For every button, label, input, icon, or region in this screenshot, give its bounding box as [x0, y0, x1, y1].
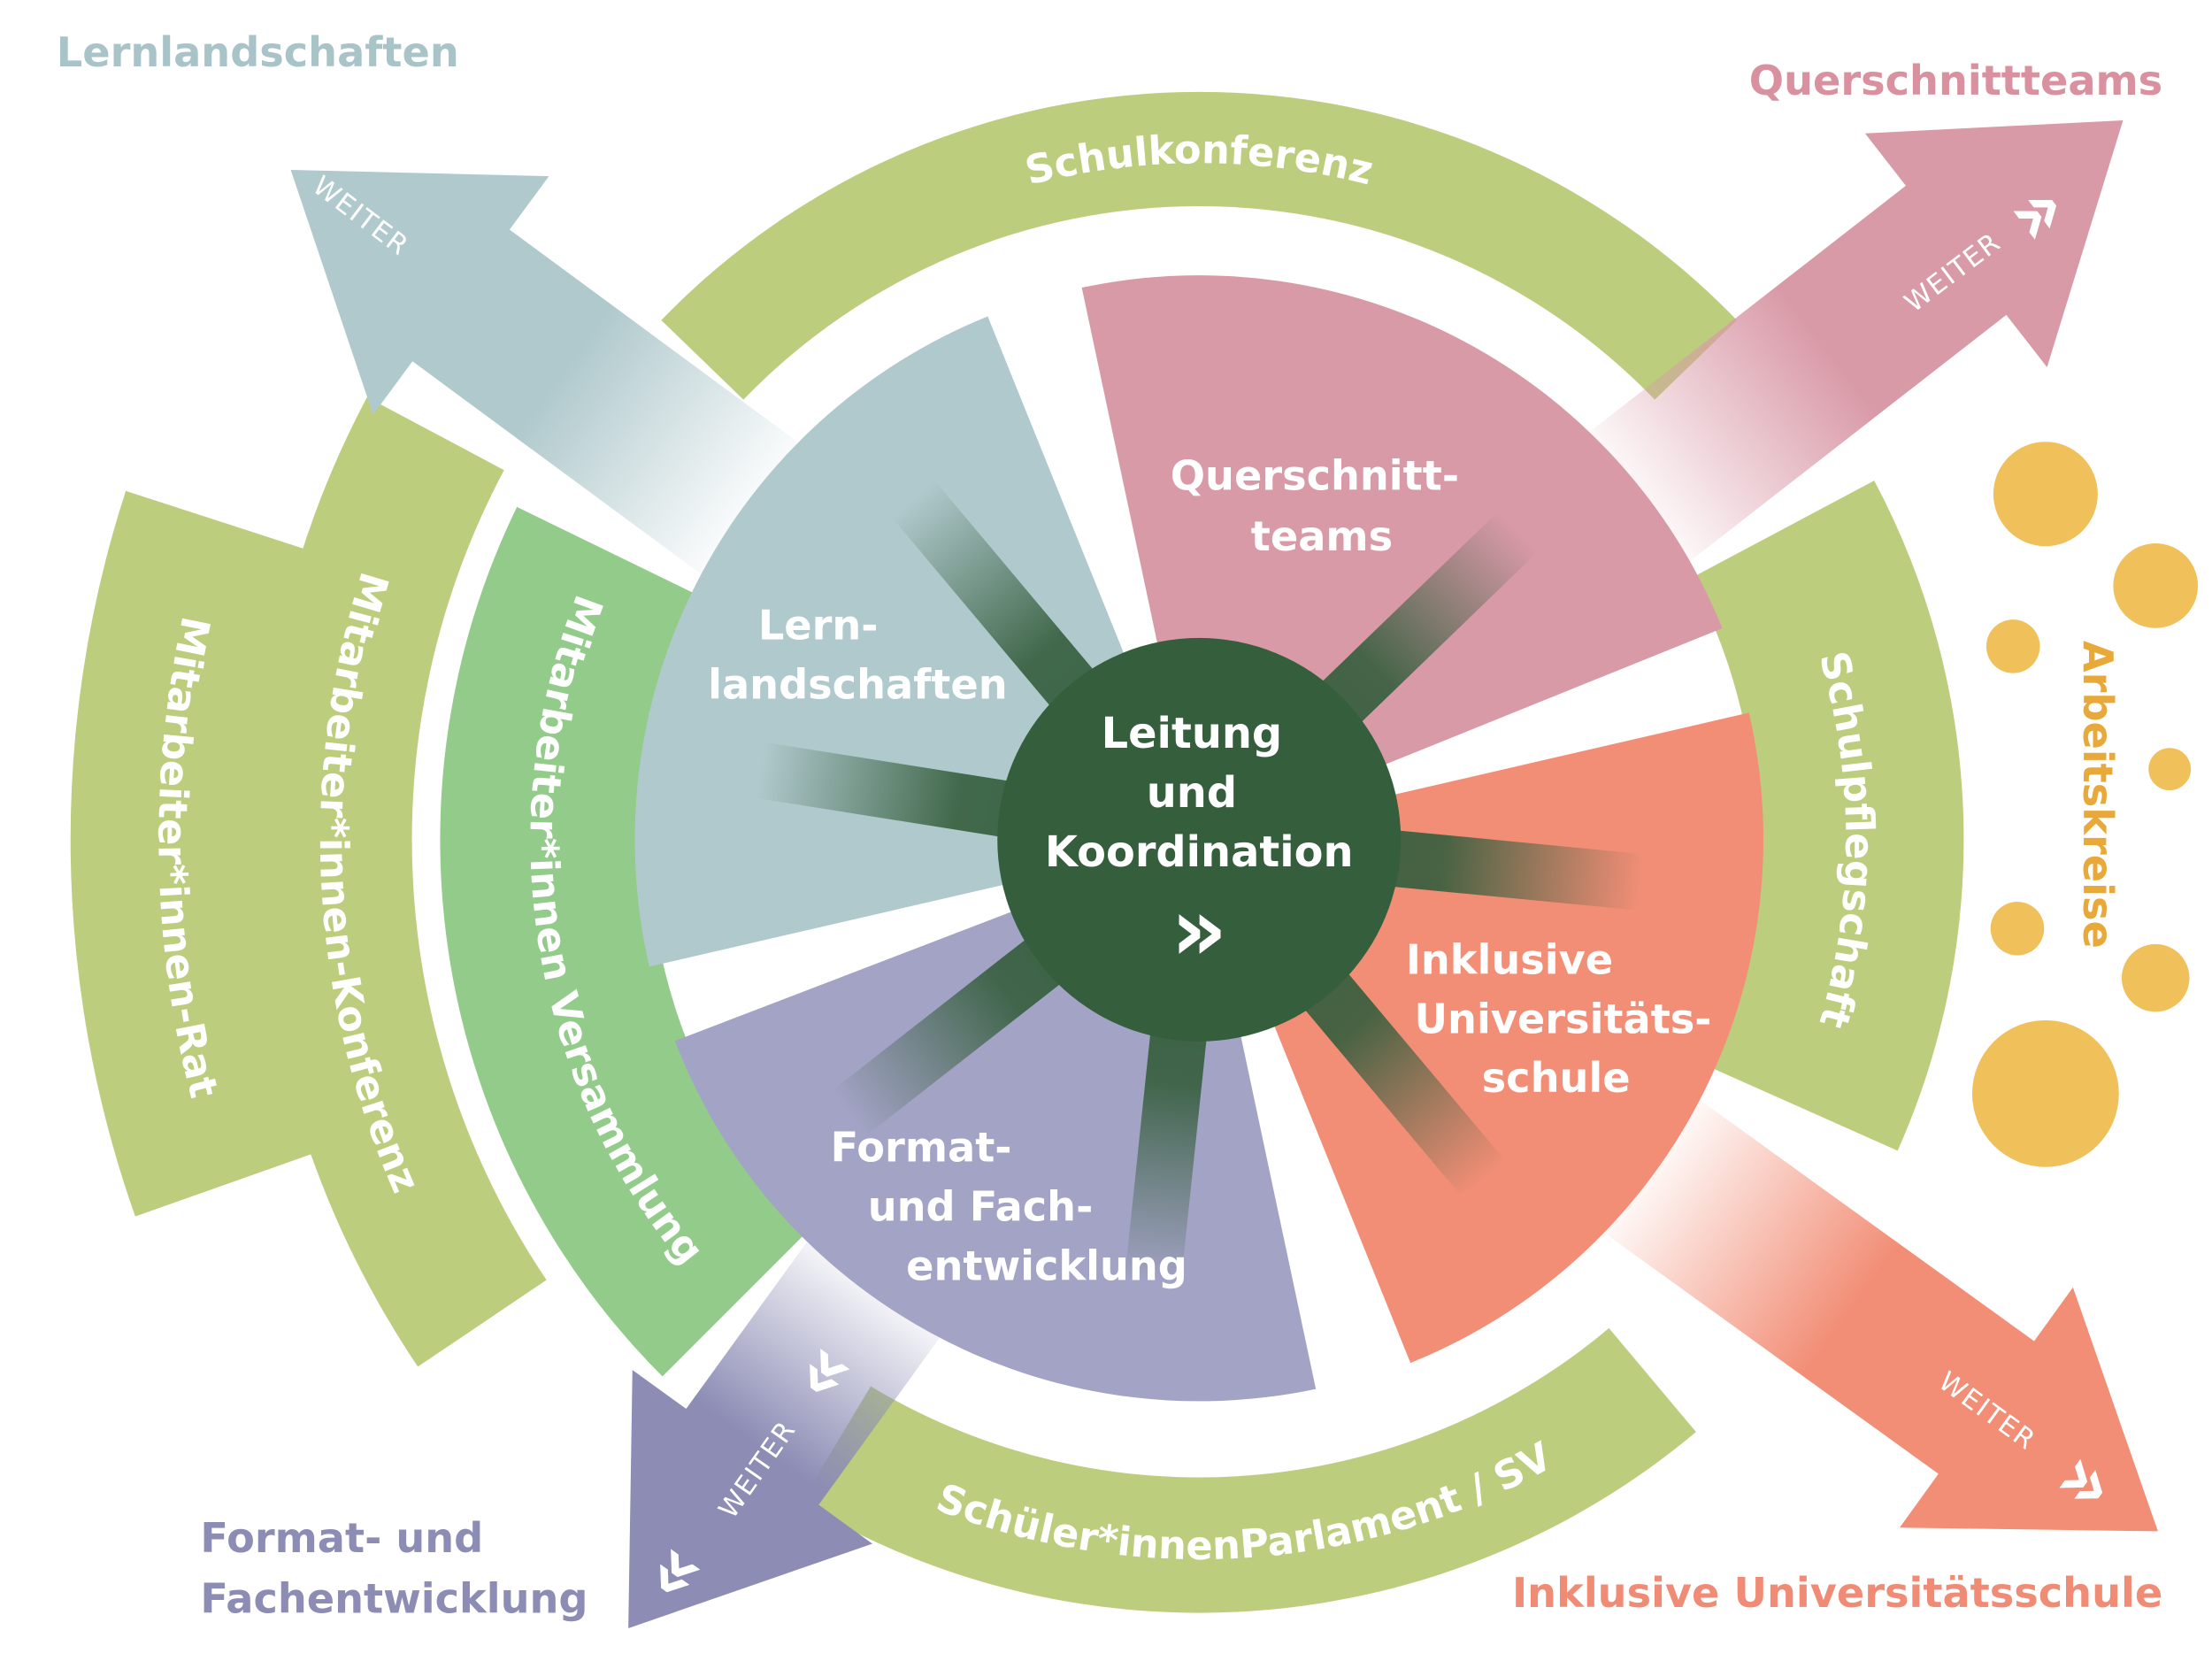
center-line-1: Leitung [1102, 710, 1283, 758]
label-line: entwicklung [906, 1242, 1187, 1289]
arc-konferenz[interactable] [257, 396, 547, 1367]
arbeitskreis-dot[interactable] [1993, 442, 2098, 547]
corner-label-lernlandschaften[interactable]: Lernlandschaften [57, 28, 459, 76]
arbeitskreis-dot[interactable] [1971, 1019, 2119, 1167]
label-line: teams [1251, 512, 1393, 560]
arbeitskreis-dot[interactable] [2148, 748, 2192, 791]
label-line: Fachentwicklung [200, 1575, 588, 1623]
label-line: Inklusive [1406, 935, 1613, 983]
outer-arcs [70, 91, 1964, 1613]
arc-schulkonferenz[interactable] [661, 91, 1738, 400]
arc-schulpflegschaft[interactable] [1691, 481, 1964, 1151]
label-line: Format- und [200, 1514, 483, 1562]
center-label: Leitung und Koordination [1045, 710, 1354, 877]
label-line: landschaften [708, 660, 1007, 708]
corner-label-querschnittteams[interactable]: Querschnittteams [1749, 57, 2162, 104]
corner-label-inklusive[interactable]: Inklusive Universitätsschule [1512, 1569, 2162, 1617]
label-line: und Fach- [868, 1182, 1094, 1230]
center-line-3: Koordination [1045, 828, 1354, 877]
label-line: schule [1482, 1054, 1631, 1102]
corner-label-arbeitskreise[interactable]: Arbeitskreise [2074, 641, 2122, 949]
double-chevron-right-icon[interactable]: » [1171, 879, 1227, 980]
label-line: Lern- [758, 601, 879, 649]
center-circle[interactable] [997, 637, 1402, 1042]
arbeitskreis-dot[interactable] [1985, 619, 2040, 673]
arc-versammlung[interactable] [440, 506, 810, 1377]
center-line-2: und [1147, 769, 1237, 818]
sector-label-lernlandschaften: Lern- landschaften [708, 601, 1007, 708]
arbeitskreise-dots [1971, 442, 2199, 1167]
sector-label-querschnittteams: Querschnitt- teams [1171, 451, 1473, 560]
arbeitskreis-dot[interactable] [1990, 902, 2045, 956]
arc-rat[interactable] [70, 490, 328, 1217]
label-line: Format- [831, 1123, 1012, 1171]
label-line: Querschnitt- [1171, 451, 1459, 499]
arc-schuelerparlament[interactable] [801, 1327, 1696, 1613]
corner-label-format[interactable]: Format- und Fachentwicklung [200, 1514, 588, 1623]
sector-label-format: Format- und Fach- entwicklung [831, 1123, 1187, 1289]
label-line: Universitäts- [1415, 995, 1712, 1042]
arbeitskreis-dot[interactable] [2121, 943, 2190, 1012]
sector-label-inklusive: Inklusive Universitäts- schule [1406, 935, 1726, 1102]
arbeitskreis-dot[interactable] [2113, 543, 2199, 628]
